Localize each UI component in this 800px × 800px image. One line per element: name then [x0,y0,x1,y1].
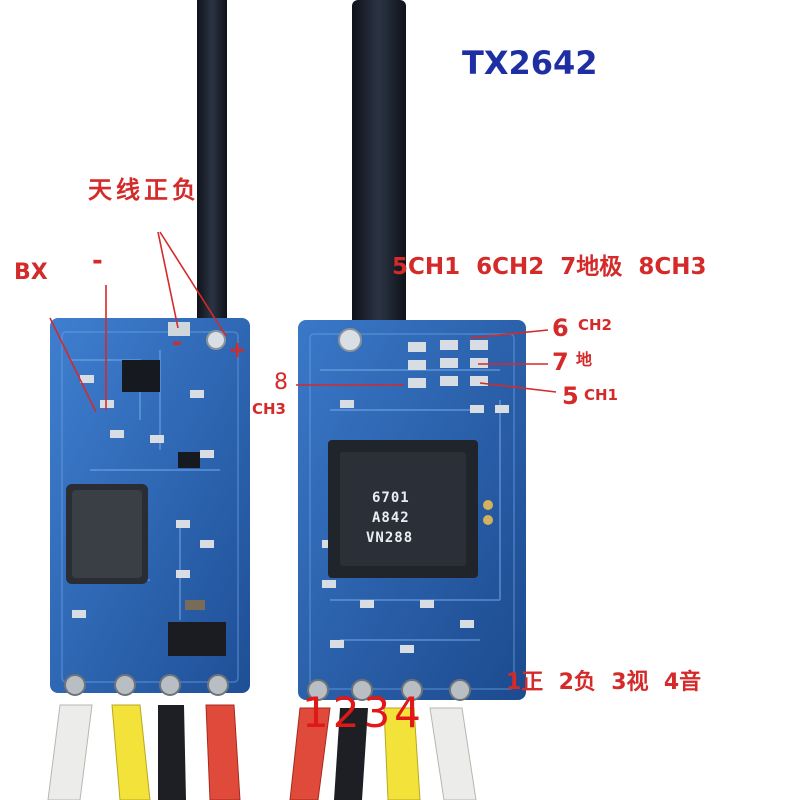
pin7-number: 7 [552,348,569,376]
antenna-wire-right [352,0,406,335]
left-pcb-board [50,318,250,696]
wire-black-right [334,708,368,800]
label-pointer-lines [49,231,557,413]
chip-marking-line-3: VN288 [366,530,414,546]
wire-black-left [158,705,186,800]
pin7-channel: 地 [576,350,593,369]
pin6-number: 6 [552,314,569,342]
wire-white-right [429,707,477,800]
antenna-plus-pad-label: + [228,338,247,363]
antenna-wire-left [197,0,227,330]
minus-label-top: - [92,246,103,276]
wire-red-left [205,704,241,800]
chip-marking-line-1: 6701 [372,490,410,506]
antenna-label: 天线正负 [88,176,200,204]
channel-pinout-label: 5CH1 6CH2 7地极 8CH3 [392,254,707,280]
right-pcb-board [298,320,526,701]
wire-red-right [289,707,331,800]
wire-yellow-left [111,704,151,800]
wire-white-left [47,704,93,800]
pin-function-label: 1正 2负 3视 4音 [506,670,702,695]
pin5-channel: CH1 [584,386,618,404]
wire-yellow-right [383,707,421,800]
pin-numbers-label: 1234 [302,688,425,737]
product-model-title: TX2642 [462,44,598,82]
pin8-channel: CH3 [252,400,286,418]
pin8-number: 8 [274,370,288,395]
pin6-channel: CH2 [578,316,612,334]
antenna-minus-pad-label: - [172,328,182,356]
bx-label: BX [14,260,48,285]
chip-marking-line-2: A842 [372,510,410,526]
pin5-number: 5 [562,382,579,410]
